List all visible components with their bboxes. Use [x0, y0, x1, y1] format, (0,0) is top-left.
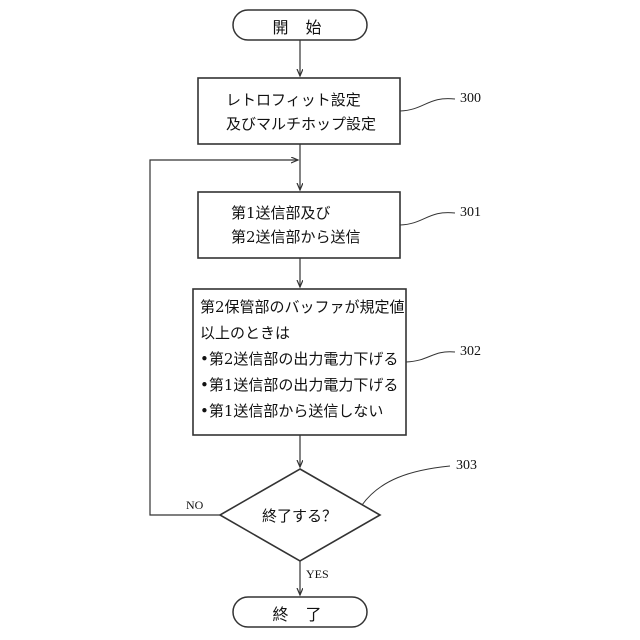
- leader-303: [362, 466, 450, 505]
- step-302-line-1: 第2保管部のバッファが規定値: [200, 295, 405, 319]
- step-301-ref: 301: [460, 205, 481, 221]
- step-301-line-1: 第1送信部及び: [231, 201, 331, 225]
- start-label: 開 始: [233, 14, 367, 36]
- step-300-line-1: レトロフィット設定: [226, 88, 361, 112]
- end-label: 終 了: [233, 601, 367, 623]
- step-302-line-2: 以上のときは: [200, 321, 290, 345]
- step-302-line-3: •第2送信部の出力電力下げる: [200, 347, 398, 371]
- decision-label: 終了する？: [262, 504, 337, 528]
- decision-ref: 303: [456, 458, 477, 474]
- decision-yes-label: YES: [306, 567, 329, 582]
- step-302-line-4: •第1送信部の出力電力下げる: [200, 373, 398, 397]
- leader-301: [400, 213, 455, 225]
- decision-no-label: NO: [186, 498, 203, 513]
- step-300-line-2: 及びマルチホップ設定: [226, 112, 376, 136]
- step-300-ref: 300: [460, 91, 481, 107]
- step-302-ref: 302: [460, 344, 481, 360]
- leader-302: [406, 352, 455, 362]
- step-301-line-2: 第2送信部から送信: [231, 225, 361, 249]
- leader-300: [400, 99, 455, 111]
- step-302-line-5: •第1送信部から送信しない: [200, 399, 383, 423]
